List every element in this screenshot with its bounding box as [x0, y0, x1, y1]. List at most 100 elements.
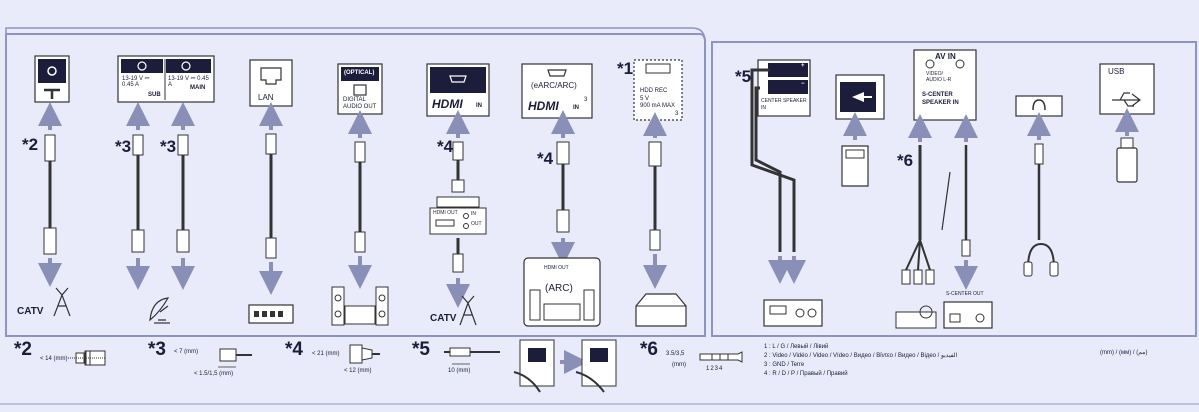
arc-device-hdmi-out: HDMI OUT — [544, 265, 569, 271]
amplifier-device — [763, 299, 823, 327]
av-in-label-1: S-CENTER — [922, 92, 953, 98]
legend-line-3: 3 : GND / Terre — [764, 362, 805, 368]
headphones-device — [1023, 242, 1059, 277]
usb-hdd-cable — [648, 141, 662, 251]
usb-hdd-label-3: 900 mA MAX — [640, 103, 676, 109]
note3-text-b: < 1.5/1,5 (mm) — [194, 371, 234, 377]
hdmi-in-logo: HDMI — [432, 97, 463, 111]
settop-cable — [452, 238, 464, 273]
usb-hdd-label-1: HDD REC — [640, 88, 668, 94]
satellite-ports — [117, 55, 215, 103]
note2-plug — [68, 350, 106, 366]
usb-label: USB — [1108, 67, 1125, 76]
star-5-label: *5 — [735, 67, 752, 86]
settop-in: IN — [471, 211, 476, 217]
optical-label-2: AUDIO OUT — [343, 104, 377, 110]
av-in-title: AV IN — [935, 52, 956, 61]
hdmi-arc-num: 3 — [584, 97, 588, 103]
star-4a-label: *4 — [437, 137, 454, 156]
note5-text: 10 (mm) — [448, 368, 471, 374]
sat-cable-b — [176, 134, 190, 253]
hdmi-arc-cable — [556, 141, 570, 233]
settop-out: OUT — [471, 221, 482, 227]
note3-text-a: < 7 (mm) — [174, 349, 199, 355]
headphone-cable — [1034, 143, 1044, 240]
headphone-port — [1015, 95, 1063, 117]
router-device — [248, 304, 294, 324]
note5-terminal-1 — [513, 339, 555, 393]
note6-plug — [699, 351, 743, 363]
sat-sub-label: SUB — [148, 92, 161, 98]
units-label: (mm) / (мм) / (مم) — [1100, 350, 1148, 356]
audio-system-device — [331, 286, 389, 326]
sat-main-spec: 13-19 V ⎓ 0.45 A — [168, 76, 209, 88]
hdmi-in-port — [426, 63, 490, 117]
star-3b-label: *3 — [160, 137, 177, 156]
settop-hdmi-out: HDMI OUT — [433, 210, 458, 216]
s-center-out-label: S-CENTER OUT — [946, 291, 984, 297]
usb-port — [1099, 63, 1155, 115]
lan-label: LAN — [258, 93, 274, 102]
right-panel-frame — [711, 41, 1197, 337]
sat-sub-spec: 13-19 V ⎓ 0.45 A — [122, 76, 150, 88]
usb-hdd-num: 3 — [675, 111, 679, 117]
note3-plug — [218, 348, 252, 368]
s-center-device — [943, 301, 993, 329]
star-6-label: *6 — [897, 151, 914, 170]
av-slash-line — [941, 171, 951, 231]
speaker-wires — [750, 68, 796, 252]
hdmi-in-cable — [451, 141, 465, 193]
legend-line-2: 2 : Video / Vidéo / Video / Vídeo / Виде… — [764, 353, 958, 359]
s-center-cable — [961, 145, 971, 257]
note4-text-b: < 12 (mm) — [344, 368, 372, 374]
hdmi-arc-port — [521, 63, 593, 119]
hdmi-arc-title: (eARC/ARC) — [531, 81, 577, 90]
cam-slot — [835, 74, 885, 120]
catv-label: CATV — [17, 306, 44, 317]
av-cable — [901, 145, 935, 285]
note4-plug — [349, 344, 380, 364]
top-frame-line — [5, 27, 706, 41]
antenna-cable — [43, 134, 57, 255]
settop-box — [429, 196, 487, 235]
usb-hdd-label-2: 5 V — [640, 96, 650, 102]
av-in-sub-1: VIDEO/ — [926, 71, 943, 77]
antenna-symbol — [53, 287, 71, 317]
lan-cable — [265, 133, 277, 259]
av-in-port — [913, 49, 977, 121]
note5-terminal-2 — [575, 339, 617, 393]
cam-card — [841, 145, 869, 187]
note6-text-a: 3.5/3,5 — [666, 351, 685, 357]
optical-cable — [354, 141, 366, 253]
av-receiver-device — [523, 257, 601, 327]
speaker-label-1: CENTER SPEAKER — [761, 98, 807, 104]
note3-star: *3 — [148, 339, 166, 360]
usb-hdd-port — [633, 59, 683, 121]
dvd-device — [895, 305, 937, 329]
hdmi-in-sub: IN — [476, 103, 482, 109]
speaker-minus: − — [801, 81, 805, 87]
av-in-label-2: SPEAKER IN — [922, 100, 959, 106]
note6-digits: 1234 — [706, 366, 724, 372]
note5-star: *5 — [412, 339, 430, 360]
catv-label-2: CATV — [430, 313, 457, 324]
satellite-dish-symbol — [149, 297, 170, 324]
av-in-sub-2: AUDIO L-R — [926, 77, 952, 83]
legend-line-1: 1 : L / G / Левый / Лівий — [764, 344, 829, 350]
speaker-label-2: IN — [761, 105, 766, 111]
hdmi-arc-sub: IN — [573, 105, 579, 111]
optical-port — [337, 63, 383, 115]
antenna-port — [34, 55, 70, 103]
usb-stick — [1116, 137, 1138, 183]
star-3a-label: *3 — [115, 137, 132, 156]
optical-label-1: DIGITAL — [343, 97, 366, 103]
note4-star: *4 — [285, 339, 303, 360]
sat-cable-a — [131, 134, 145, 253]
note6-text-b: (mm) — [672, 362, 686, 368]
note6-star: *6 — [640, 339, 658, 360]
lan-port — [249, 59, 293, 107]
speaker-plus: + — [801, 63, 805, 69]
hdmi-arc-logo: HDMI — [528, 99, 559, 113]
sat-main-label: MAIN — [190, 85, 206, 91]
